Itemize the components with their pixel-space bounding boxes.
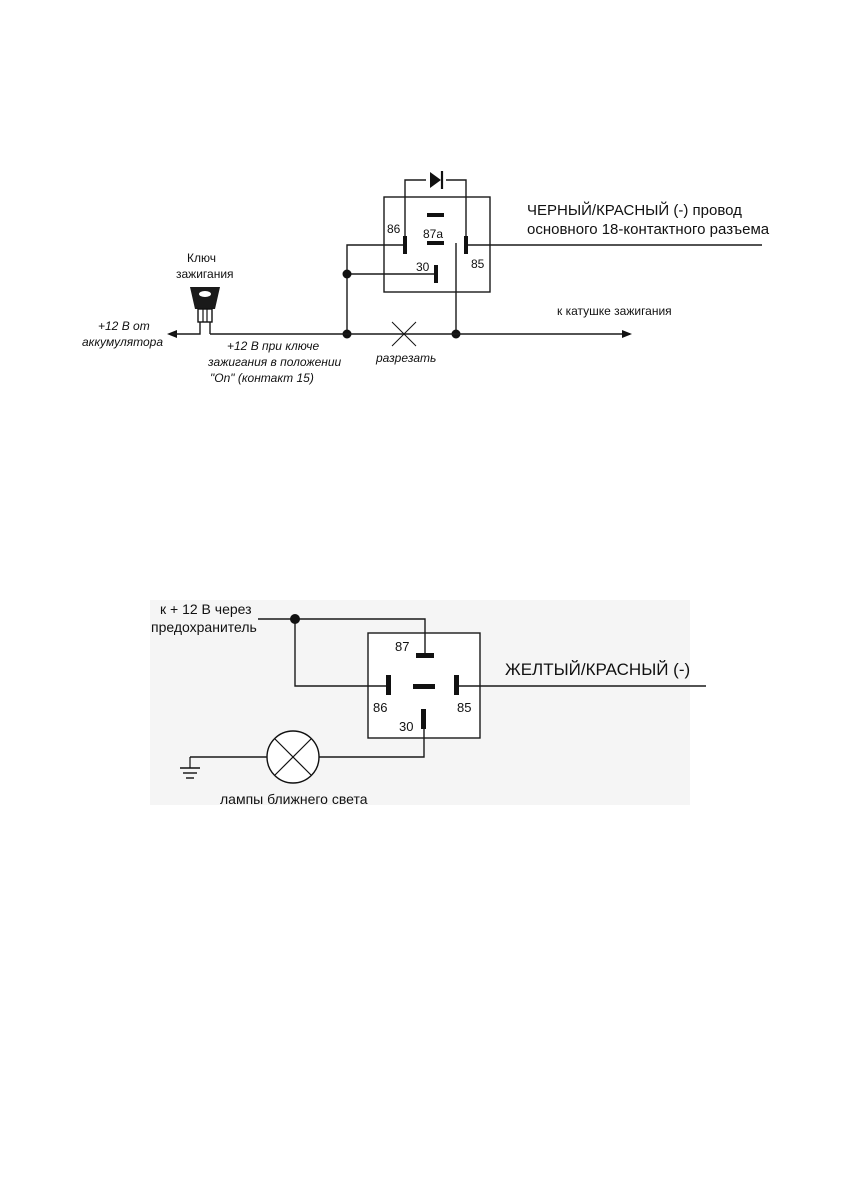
supply-label-2: предохранитель <box>151 619 257 635</box>
relay-2-label-87: 87 <box>395 639 409 654</box>
to-coil-label: к катушке зажигания <box>557 304 672 318</box>
wire-label-1: ЧЕРНЫЙ/КРАСНЫЙ (-) провод <box>527 201 742 219</box>
key-on-label-3: "On" (контакт 15) <box>210 371 314 385</box>
relay-2-label-30: 30 <box>399 719 413 734</box>
arrow-right-icon <box>622 330 632 338</box>
lamp-wire <box>319 729 425 758</box>
relay-2-pin-87 <box>416 653 434 658</box>
wire-86-to-junction <box>346 244 403 334</box>
relay-2-pin-86 <box>386 675 391 695</box>
ignition-title-1: Ключ <box>187 251 216 265</box>
relay-1-pin-87a-top <box>427 213 444 217</box>
battery-label-2: аккумулятора <box>82 335 163 349</box>
ignition-key-icon <box>172 287 220 335</box>
cut-label: разрезать <box>375 351 436 365</box>
relay-1-label-85: 85 <box>471 257 485 271</box>
key-on-label-2: зажигания в положении <box>207 355 342 369</box>
junction-dot <box>290 614 300 624</box>
ignition-cutoff-diagram: 86 87a 85 30 ЧЕРНЫЙ/КРАСНЫЙ (-) провод о… <box>82 170 770 385</box>
relay-1-label-87a: 87a <box>423 227 443 241</box>
cut-x-icon <box>391 321 417 347</box>
relay-2-pin-85 <box>454 675 459 695</box>
key-on-label-1: +12 В при ключе <box>227 339 319 353</box>
relay-2-label-86: 86 <box>373 700 387 715</box>
relay-1-label-30: 30 <box>416 260 430 274</box>
wire-label: ЖЕЛТЫЙ/КРАСНЫЙ (-) <box>505 660 690 679</box>
lamps-label: лампы ближнего света <box>220 791 368 807</box>
low-beam-diagram: 87 86 85 30 к + 12 В через предохранител… <box>150 600 706 807</box>
relay-1-pin-86 <box>403 236 407 254</box>
relay-1-pin-85 <box>464 236 468 254</box>
diode-icon <box>426 170 446 190</box>
relay-2-pin-30 <box>421 709 426 729</box>
lamp-icon <box>266 730 320 784</box>
supply-wire <box>258 618 426 653</box>
ground-icon <box>180 757 200 779</box>
relay-1-label-86: 86 <box>387 222 401 236</box>
relay-2-pin-87a <box>413 684 435 689</box>
wire-label-2: основного 18-контактного разъема <box>527 221 770 238</box>
supply-to-86-wire <box>294 619 386 687</box>
relay-1-pin-87a <box>427 241 444 245</box>
relay-1-pin-30 <box>434 265 438 283</box>
supply-label-1: к + 12 В через <box>160 601 252 617</box>
junction-dot <box>342 269 352 279</box>
relay-2-label-85: 85 <box>457 700 471 715</box>
battery-label-1: +12 В от <box>98 319 150 333</box>
ignition-title-2: зажигания <box>176 267 234 281</box>
